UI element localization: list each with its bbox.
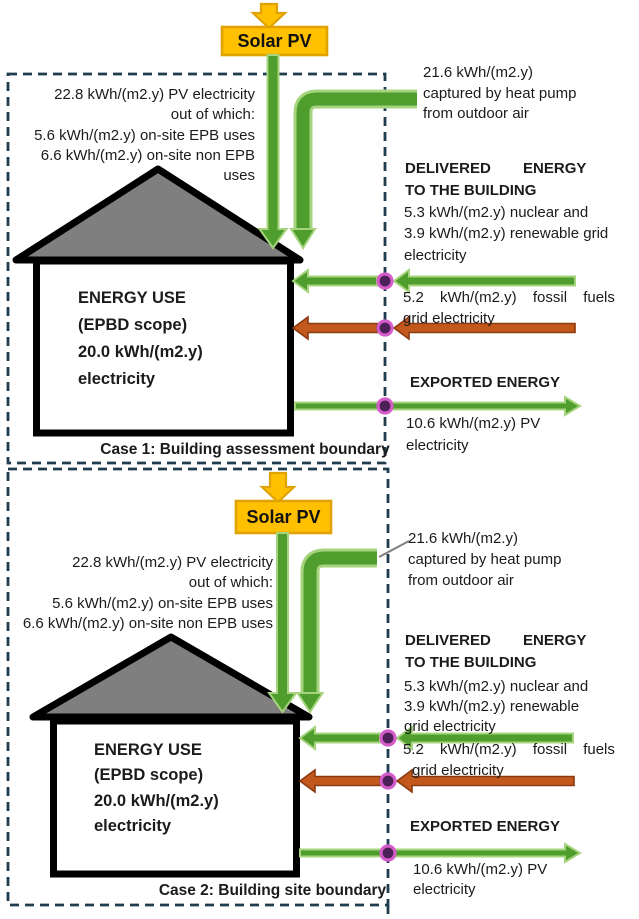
case2-heat-pump-elbow-arrow-outline xyxy=(300,548,377,693)
text-line: 10.6 kWh/(m2.y) PV xyxy=(413,861,548,878)
case1-exported-energy-note: 10.6 kWh/(m2.y) PV electricity xyxy=(406,413,540,457)
case1-sun-to-pv-arrow xyxy=(250,2,288,30)
text-line: DELIVERED ENERGY xyxy=(405,160,587,177)
text-line: uses xyxy=(223,167,255,185)
case2-exported-energy-heading: EXPORTED ENERGY xyxy=(410,818,561,835)
case1-green-grid-arrow-inside xyxy=(291,268,378,294)
case1-energy-use-label: ENERGY USE (EPBD scope) 20.0 kWh/(m2.y) … xyxy=(78,285,203,393)
case2-heat-pump-elbow-arrow xyxy=(303,551,377,693)
case2-green-grid-arrow-inside xyxy=(298,725,381,751)
text-line: grid electricity xyxy=(404,717,496,735)
case1-house-roof xyxy=(12,165,304,264)
case2-heat-pump-leader-line xyxy=(378,540,410,558)
case2-crossing-node-export xyxy=(379,844,397,862)
case2-exported-energy-note: 10.6 kWh/(m2.y) PV electricity xyxy=(413,860,547,899)
case2-sun-to-pv-arrow xyxy=(259,471,297,504)
text-line: 3.9 kWh/(m2.y) renewable grid xyxy=(404,225,609,243)
case1-house-body xyxy=(33,257,294,437)
case2-pv-to-house-arrow xyxy=(267,532,298,714)
case1-crossing-node-green xyxy=(376,272,394,290)
case2-energy-use-label: ENERGY USE (EPBD scope) 20.0 kWh/(m2.y) … xyxy=(94,738,219,839)
text-line: (EPBD scope) xyxy=(94,766,204,785)
text-line: TO THE BUILDING xyxy=(405,653,537,671)
text-line: 6.6 kWh/(m2.y) on-site non EPB uses xyxy=(22,614,273,632)
case1-heat-pump-arrowhead xyxy=(289,228,317,250)
case2-pv-production-note: 22.8 kWh/(m2.y) PV electricity out of wh… xyxy=(18,553,273,634)
case2-crossing-node-fossil xyxy=(379,772,397,790)
case2-heat-pump-note: 21.6 kWh/(m2.y) captured by heat pump fr… xyxy=(408,528,561,591)
case2-green-grid-arrow-outside xyxy=(395,725,574,751)
case1-exported-energy-arrow xyxy=(294,395,582,417)
text-line: 22.8 kWh/(m2.y) PV electricity xyxy=(54,86,255,103)
case2-house-body xyxy=(50,717,300,878)
text-line: grid electricity xyxy=(412,761,504,779)
text-line: 21.6 kWh/(m2.y) xyxy=(423,64,534,81)
case2-exported-energy-arrow xyxy=(299,842,582,864)
text-line: out of which: xyxy=(170,106,255,124)
text-line: TO THE BUILDING xyxy=(405,181,537,199)
case2-title: Case 2: Building site boundary xyxy=(158,882,387,899)
text-line: electricity xyxy=(78,370,156,388)
case1-heat-pump-elbow-arrow xyxy=(296,92,417,229)
text-line: grid electricity xyxy=(403,309,495,327)
case2-crossing-node-green xyxy=(379,729,397,747)
case1-crossing-node-export xyxy=(376,397,394,415)
case1-pv-to-house-arrow xyxy=(257,54,289,250)
text-line: 21.6 kWh/(m2.y) xyxy=(408,530,519,547)
text-line: 5.6 kWh/(m2.y) on-site EPB uses xyxy=(34,126,255,144)
text-line: captured by heat pump xyxy=(423,84,577,102)
text-line: 20.0 kWh/(m2.y) xyxy=(94,791,219,810)
case1-exported-energy-heading: EXPORTED ENERGY xyxy=(410,374,561,391)
text-line: electricity xyxy=(413,880,476,898)
case2-site-boundary-box xyxy=(6,467,390,907)
text-line: from outdoor air xyxy=(408,572,514,589)
case2-solar-pv-box xyxy=(234,499,333,535)
case2-house-roof xyxy=(29,633,313,721)
case2-delivered-energy-heading: DELIVERED ENERGY TO THE BUILDING xyxy=(405,630,586,673)
text-line: 22.8 kWh/(m2.y) PV electricity xyxy=(72,554,273,571)
case2-fossil-grid-note: 5.2 kWh/(m2.y) fossil fuels grid electri… xyxy=(403,740,615,781)
text-line: 5.3 kWh/(m2.y) nuclear and xyxy=(404,204,589,221)
text-line: ENERGY USE xyxy=(94,741,202,759)
text-line: 5.2 kWh/(m2.y) fossil fuels xyxy=(403,289,615,306)
text-line: electricity xyxy=(406,437,469,454)
case1-green-grid-arrow-outside xyxy=(392,268,576,294)
text-line: ENERGY USE xyxy=(78,289,186,307)
case1-delivered-energy-heading: DELIVERED ENERGY TO THE BUILDING xyxy=(405,158,586,201)
case2-fossil-grid-arrow-outside xyxy=(395,768,575,794)
text-line: electricity xyxy=(404,246,467,264)
case1-green-grid-note: 5.3 kWh/(m2.y) nuclear and 3.9 kWh/(m2.y… xyxy=(404,202,608,266)
text-line: 10.6 kWh/(m2.y) PV xyxy=(406,415,541,432)
text-line: 6.6 kWh/(m2.y) on-site non EPB xyxy=(40,146,255,164)
case2-fossil-grid-arrow-inside xyxy=(298,768,381,794)
case2-green-grid-note: 5.3 kWh/(m2.y) nuclear and 3.9 kWh/(m2.y… xyxy=(404,677,588,736)
text-line: from outdoor air xyxy=(423,105,529,123)
text-line: 5.3 kWh/(m2.y) nuclear and xyxy=(404,678,589,695)
text-line: DELIVERED ENERGY xyxy=(405,632,587,649)
text-line: 5.6 kWh/(m2.y) on-site EPB uses xyxy=(52,594,273,612)
case2-heat-pump-arrowhead xyxy=(295,692,325,714)
case1-heat-pump-elbow-arrow-outline xyxy=(293,89,417,229)
case1-fossil-grid-arrow-outside xyxy=(392,315,576,341)
text-line: 3.9 kWh/(m2.y) renewable xyxy=(404,697,580,715)
case1-fossil-grid-arrow-inside xyxy=(291,315,378,341)
text-line: captured by heat pump xyxy=(408,551,562,568)
text-line: out of which: xyxy=(188,574,273,592)
text-line: 20.0 kWh/(m2.y) xyxy=(78,343,203,361)
case1-title: Case 1: Building assessment boundary xyxy=(100,441,390,458)
text-line: (EPBD scope) xyxy=(78,316,188,334)
text-line: 5.2 kWh/(m2.y) fossil fuels xyxy=(403,741,615,758)
case2-solar-pv-label: Solar PV xyxy=(246,506,321,527)
case1-crossing-node-fossil xyxy=(376,319,394,337)
case1-solar-pv-label: Solar PV xyxy=(237,30,312,51)
case1-pv-production-note: 22.8 kWh/(m2.y) PV electricity out of wh… xyxy=(18,85,255,186)
case1-assessment-boundary-box xyxy=(6,72,387,465)
case1-heat-pump-note: 21.6 kWh/(m2.y) captured by heat pump fr… xyxy=(423,63,576,125)
text-line: electricity xyxy=(94,816,172,835)
case1-fossil-grid-note: 5.2 kWh/(m2.y) fossil fuels grid electri… xyxy=(403,288,615,329)
